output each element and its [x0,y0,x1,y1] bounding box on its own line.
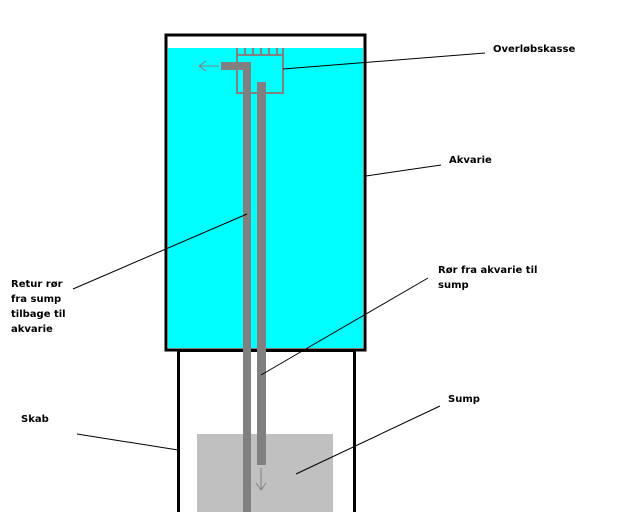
label-return-pipe-line-1: Retur rør [11,279,63,290]
label-aquarium: Akvarie [449,155,492,166]
label-sump: Sump [448,394,480,405]
label-return-pipe-line-2: fra sump [11,294,62,305]
label-drain-pipe: Rør fra akvarie til sump [438,263,537,293]
leader-line-return-pipe [72,213,248,290]
label-return-pipe: Retur rør fra sump tilbage til akvarie [11,277,66,337]
leader-line-drain-pipe [260,277,429,376]
label-drain-pipe-line-2: sump [438,280,469,291]
leader-line-overflow-box [282,52,486,70]
return-pipe [221,62,251,512]
label-drain-pipe-line-1: Rør fra akvarie til [438,265,538,276]
leader-line-sump [295,405,441,475]
label-cabinet: Skab [21,414,49,425]
return-flow-arrow [198,60,219,72]
drain-pipe [257,82,266,465]
label-return-pipe-line-3: tilbage til [11,309,66,320]
leader-line-cabinet [76,433,179,451]
label-return-pipe-line-4: akvarie [11,324,53,335]
label-overflow-box: Overløbskasse [493,44,576,55]
drain-flow-arrow [255,468,267,491]
leader-line-aquarium [365,164,442,177]
